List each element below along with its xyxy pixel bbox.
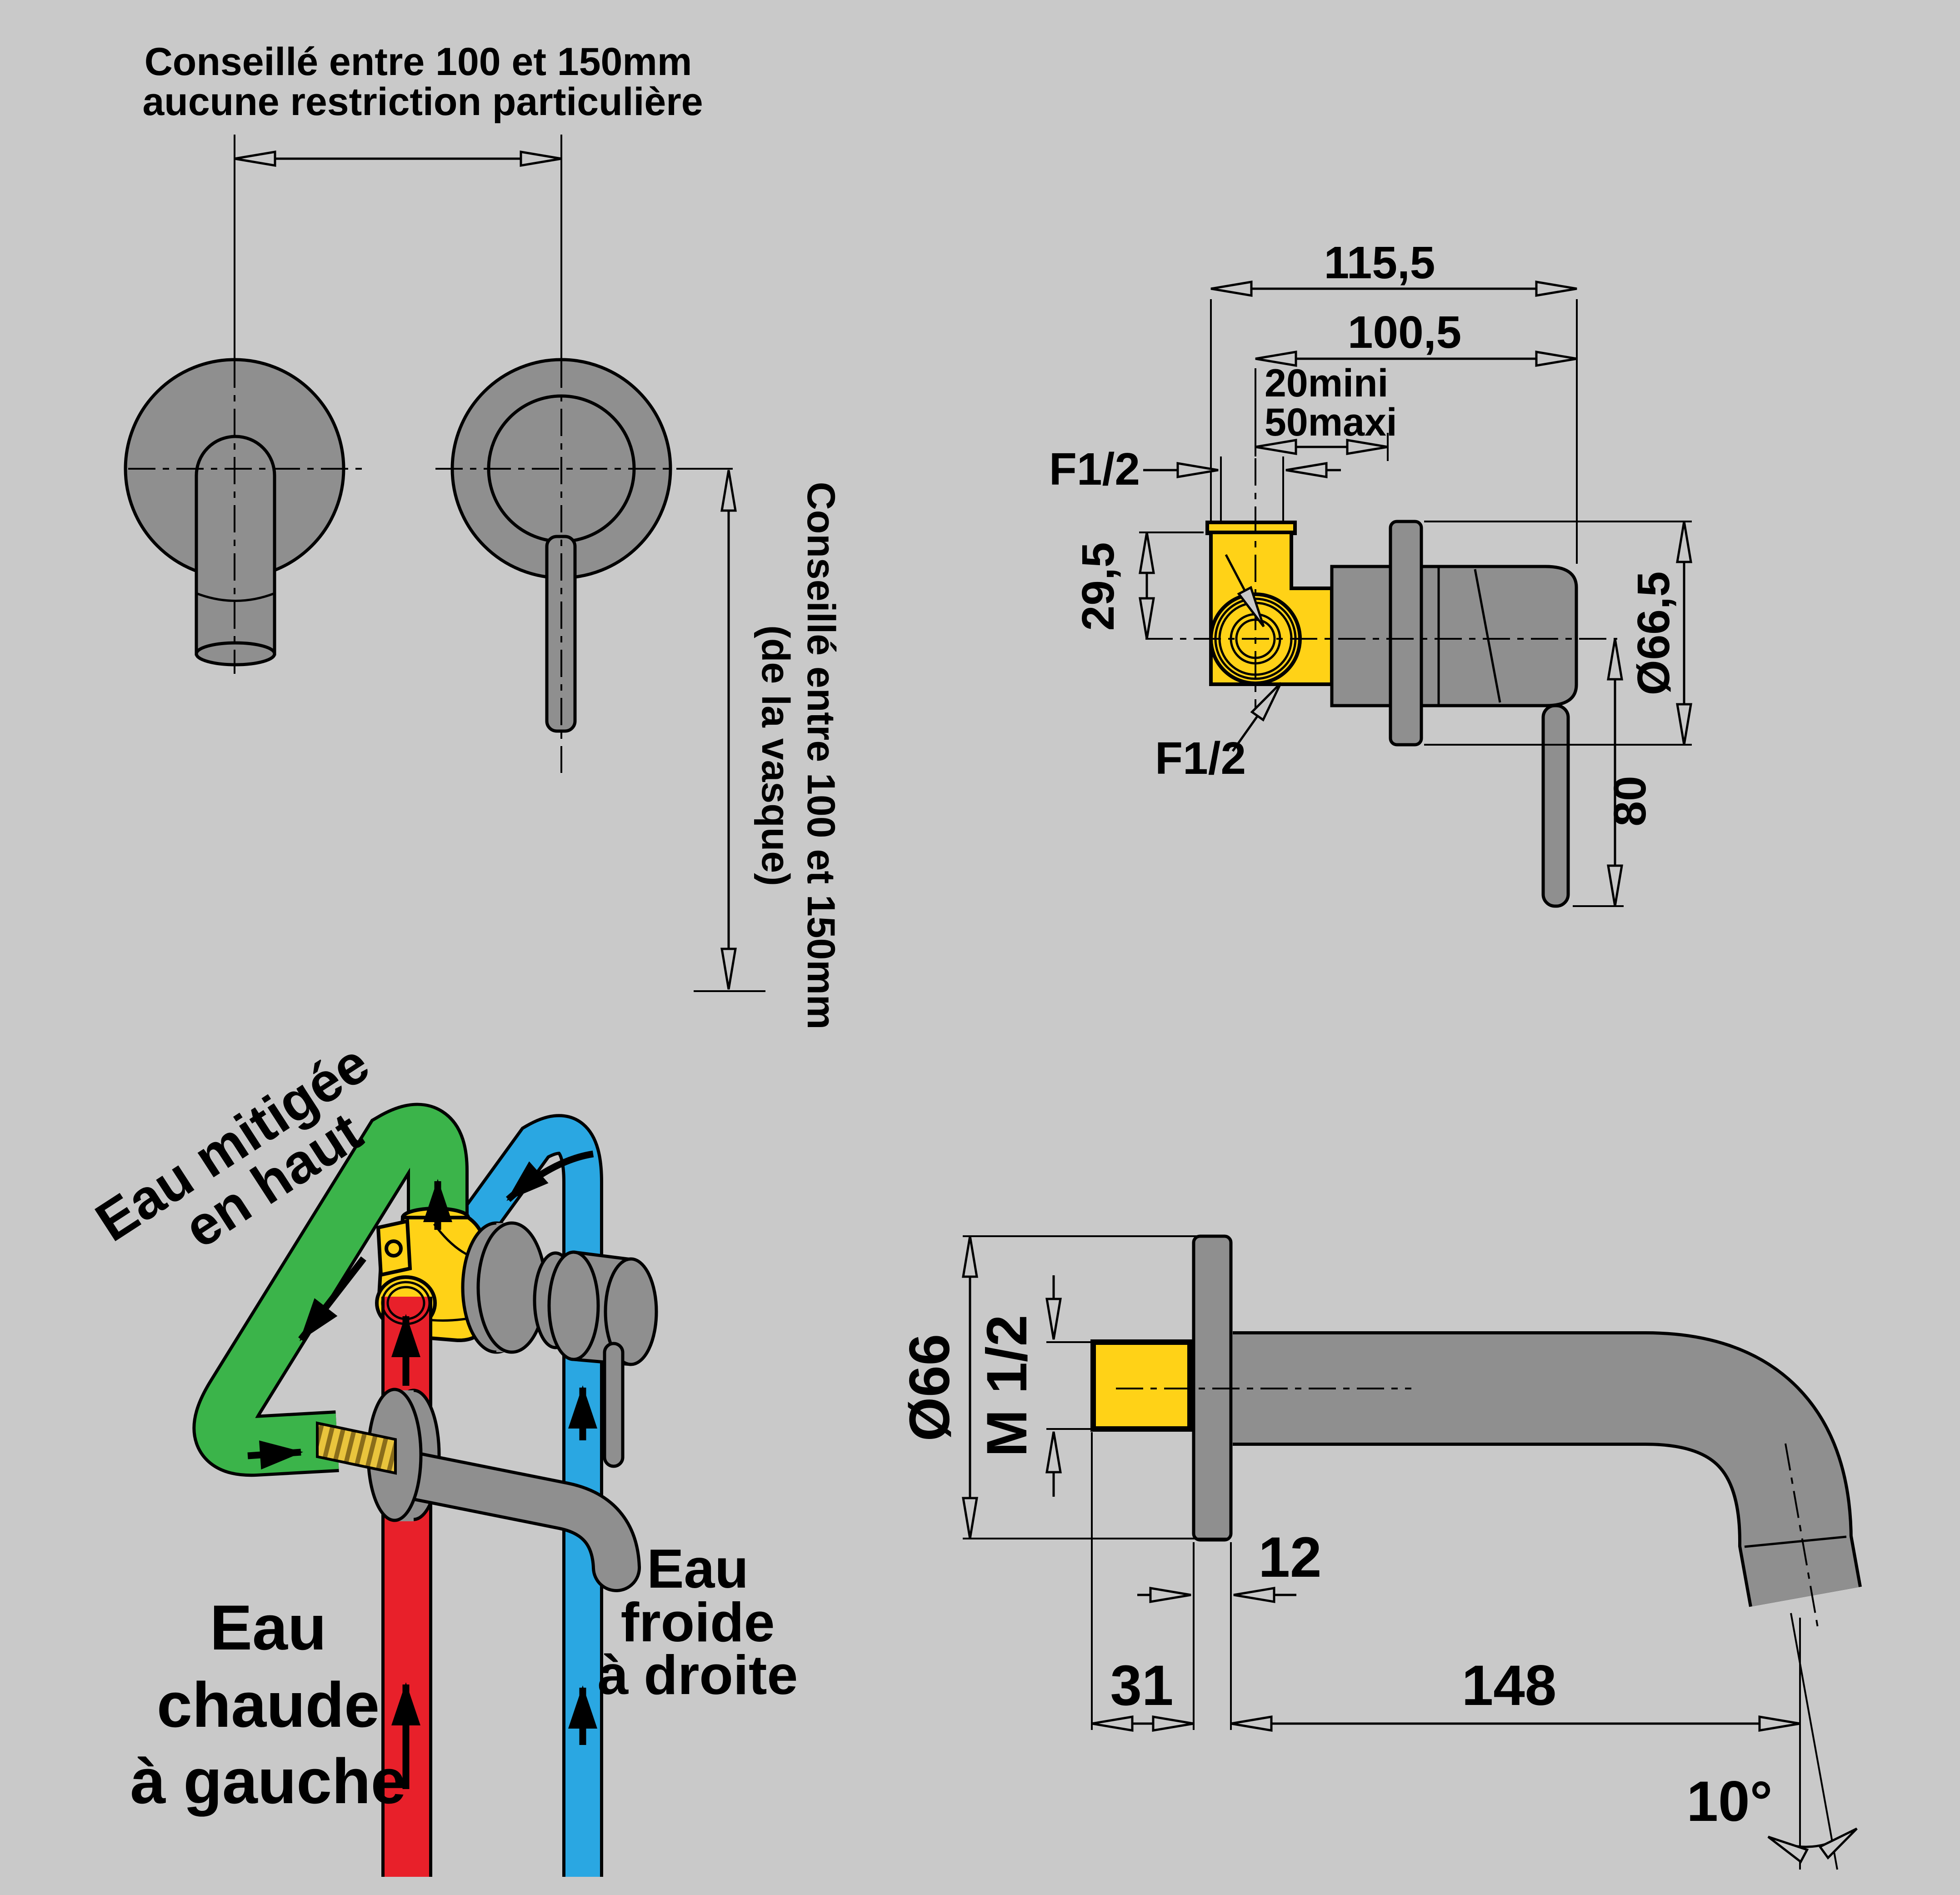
spout-tube-3d	[390, 1454, 638, 1589]
dim-trim-diameter-66: Ø66	[898, 1235, 1227, 1539]
spout-assembly-3d	[316, 1388, 641, 1592]
svg-text:50maxi: 50maxi	[1265, 401, 1397, 444]
spout-tip-seam	[1744, 1535, 1847, 1548]
svg-text:115,5: 115,5	[1324, 237, 1435, 288]
dim-port-offset: 29,5	[1073, 531, 1204, 639]
cold-water-pipe	[455, 1114, 603, 1877]
dim-reach: 148	[1230, 1542, 1801, 1870]
dim-thread-length: 31	[1091, 1432, 1195, 1732]
handle-lever-3d	[603, 1342, 625, 1468]
angle-arc	[1767, 1827, 1858, 1864]
svg-text:F1/2: F1/2	[1049, 444, 1140, 495]
dim-overall-depth: 115,5	[1210, 237, 1578, 564]
rough-in-valve-body	[1205, 521, 1334, 686]
label-side-inlet: F1/2	[1155, 554, 1282, 784]
dim-height-above-basin	[694, 470, 765, 992]
svg-text:à gauche: à gauche	[130, 1745, 406, 1817]
svg-text:20mini: 20mini	[1265, 361, 1388, 405]
svg-text:12: 12	[1258, 1526, 1321, 1589]
svg-text:80: 80	[1605, 776, 1655, 826]
dim-lever-drop: 80	[1573, 638, 1655, 907]
mixed-water-pipe	[192, 1103, 469, 1477]
dim-tilt-angle: 10°	[1686, 1613, 1858, 1870]
dim-thread-m12: M 1/2	[975, 1275, 1091, 1497]
supply-diagram: Eau mitigée en haut Eau chaude à gauche …	[85, 1032, 798, 1877]
mixed-right-arrow	[247, 1440, 303, 1470]
svg-text:31: 31	[1110, 1654, 1173, 1717]
svg-text:F1/2: F1/2	[1155, 733, 1246, 784]
svg-text:à droite: à droite	[598, 1644, 798, 1706]
handle-lever-side	[1541, 704, 1570, 908]
tilted-reference-line	[1790, 1613, 1838, 1870]
threaded-connector	[316, 1421, 397, 1475]
front-view-side-note-line1: Conseillé entre 100 et 150mm	[799, 482, 843, 1030]
front-view: Conseillé entre 100 et 150mm aucune rest…	[124, 40, 843, 1030]
front-view-side-note-line2: (de la vasque)	[754, 625, 797, 886]
dim-center-distance	[234, 135, 562, 361]
valve-side-view: 115,5 100,5 20mini 50maxi F1/2	[1049, 237, 1692, 908]
svg-text:148: 148	[1462, 1654, 1557, 1717]
svg-text:29,5: 29,5	[1073, 542, 1124, 631]
hot-water-label: Eau chaude à gauche	[130, 1592, 406, 1817]
svg-text:Conseillé entre 100 et 150mm: Conseillé entre 100 et 150mm	[799, 482, 843, 1030]
svg-text:M 1/2: M 1/2	[975, 1315, 1039, 1457]
dim-wall-depth-range: 20mini 50maxi	[1255, 361, 1397, 461]
tip-centerline	[1785, 1443, 1819, 1630]
cold-water-label: Eau froide à droite	[598, 1538, 798, 1706]
svg-text:Ø66,5: Ø66,5	[1628, 572, 1679, 695]
cold-curve-arrow	[506, 1150, 594, 1202]
mounting-hole	[385, 1239, 403, 1258]
handle-assembly-3d	[461, 1221, 658, 1468]
spout-body	[1233, 1334, 1859, 1607]
spout-tube-seam	[196, 592, 275, 602]
svg-text:chaude: chaude	[157, 1669, 380, 1740]
handle-cap-back	[547, 1250, 600, 1361]
label-top-inlet: F1/2	[1049, 444, 1341, 530]
spout-thread-boss	[1090, 1339, 1193, 1432]
svg-text:10°: 10°	[1686, 1770, 1772, 1833]
svg-text:Eau: Eau	[647, 1538, 749, 1599]
svg-text:Ø66: Ø66	[898, 1334, 961, 1441]
dim-plate-thickness: 12	[1137, 1526, 1322, 1603]
front-view-note-line2: aucune restriction particulière	[142, 80, 703, 124]
handle-lever-front	[545, 535, 577, 733]
wall-trim-plate	[1389, 520, 1423, 747]
svg-text:(de la vasque): (de la vasque)	[754, 625, 797, 886]
svg-text:100,5: 100,5	[1348, 307, 1461, 358]
svg-text:Eau: Eau	[210, 1592, 327, 1663]
cartridge-housing	[1330, 565, 1392, 707]
spout-side-view: Ø66 M 1/2 12 31 148	[898, 1234, 1862, 1870]
front-view-note-line1: Conseillé entre 100 et 150mm	[145, 40, 692, 84]
svg-text:froide: froide	[621, 1591, 775, 1653]
front-view-centerlines	[128, 361, 733, 773]
handle-cap-front	[604, 1257, 658, 1366]
handle-housing	[1420, 565, 1578, 707]
flow-arrows	[247, 1150, 597, 1789]
mixed-down-arrow	[298, 1256, 366, 1342]
dim-trim-diameter: Ø66,5	[1424, 521, 1692, 746]
